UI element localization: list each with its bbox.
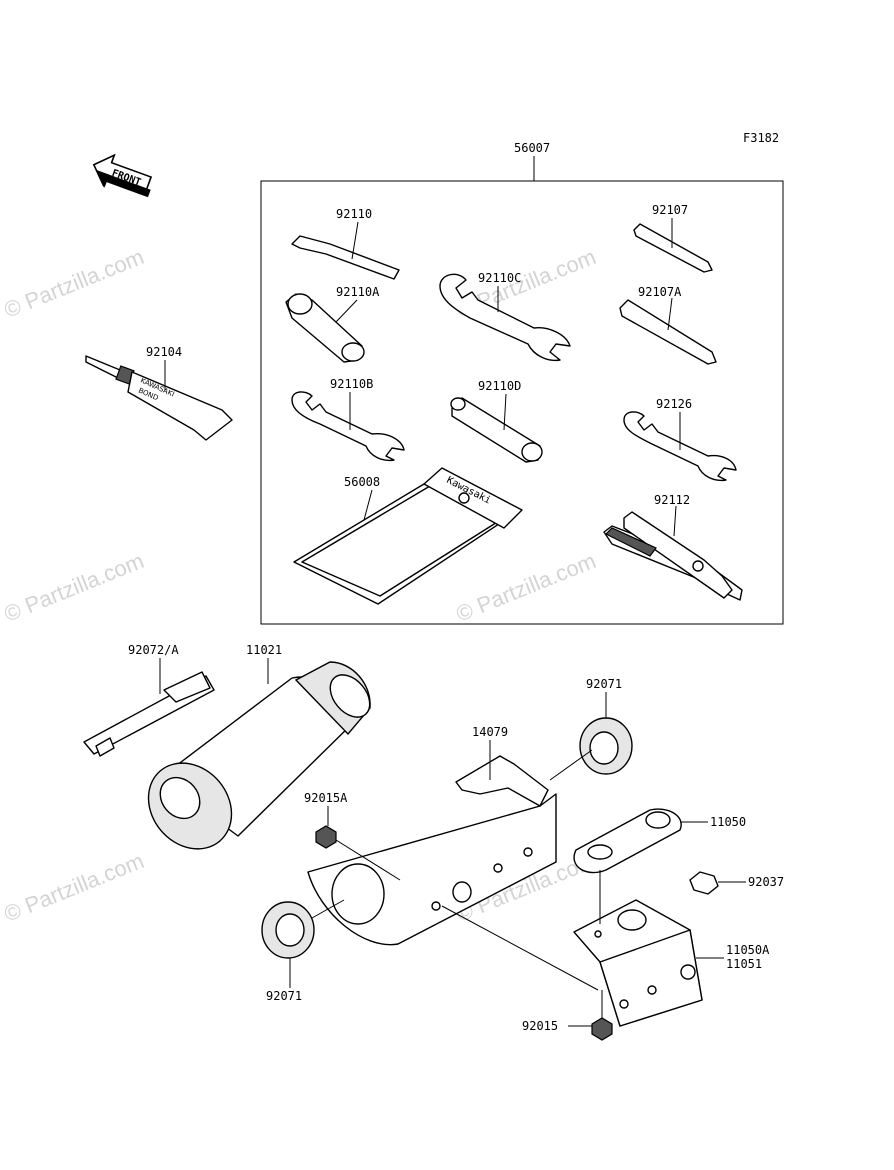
watermark-top-left: © Partzilla.com [1,244,148,323]
wing-nut: 92037 [689,871,784,895]
hex-key: 92110 [291,207,400,280]
label-92110A: 92110A [336,285,380,299]
label-92107: 92107 [652,203,688,217]
label-92110C: 92110C [478,271,521,285]
label-11050: 11050 [710,815,746,829]
watermark-center: © Partzilla.com [453,548,600,627]
label-14079: 14079 [472,725,508,739]
socket-wrench: 92110A [285,285,380,363]
bracket: 14079 [307,725,557,946]
grommet-upper: 92071 [549,677,633,781]
label-92037: 92037 [748,875,784,889]
strap: 92072/A [83,643,215,757]
label-92110D: 92110D [478,379,521,393]
tool-pouch: Kawasaki 56008 [293,467,523,605]
label-92110: 92110 [336,207,372,221]
label-92112: 92112 [654,493,690,507]
label-92015: 92015 [522,1019,558,1033]
bolt-lower: 92015 [441,905,613,1041]
label-92104: 92104 [146,345,182,359]
open-wrench-small: 92110B [291,377,405,462]
label-92071-upper: 92071 [586,677,622,691]
label-56007: 56007 [514,141,550,155]
bond-tube: KAWASAKI BOND 92104 [85,345,233,441]
label-11021: 11021 [246,643,282,657]
open-wrench-large: 92110C [439,271,571,362]
toolkit-frame [260,180,784,625]
grommet-lower: 92071 [261,899,345,1003]
mount-plate: 11050 [573,808,746,874]
label-92071-lower: 92071 [266,989,302,1003]
watermark-mid-left: © Partzilla.com [1,548,148,627]
label-11050A: 11050A [726,943,770,957]
lower-bracket: 11050A 11051 [573,870,770,1027]
figure-code: F3182 [743,131,779,145]
watermark-bottom-left: © Partzilla.com [1,848,148,927]
screwdriver-bit-flat: 92107A [619,285,717,365]
screwdriver-bit: 92107 [633,203,713,273]
tool-case: 11021 [147,643,371,850]
label-92110B: 92110B [330,377,373,391]
pliers: 92112 [603,493,743,601]
label-11051: 11051 [726,957,762,971]
front-arrow-icon: FRONT [92,153,153,198]
label-92015A: 92015A [304,791,348,805]
label-92126: 92126 [656,397,692,411]
box-spanner: 92110D [450,379,543,463]
bolt-upper: 92015A [304,791,401,881]
open-wrench-medium: 92126 [623,397,737,482]
label-56008: 56008 [344,475,380,489]
label-92107A: 92107A [638,285,682,299]
label-92072A: 92072/A [128,643,179,657]
